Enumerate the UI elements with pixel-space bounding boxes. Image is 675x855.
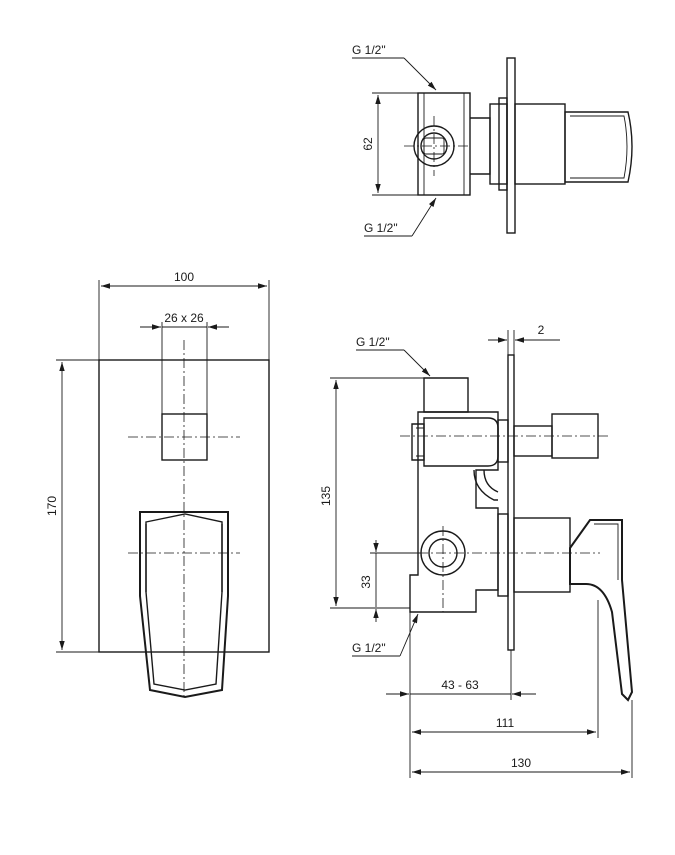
side-upper-inlet — [423, 377, 469, 413]
thread-side-lower: G 1/2" — [352, 613, 419, 657]
top-handle — [564, 111, 633, 183]
front-lever — [139, 511, 229, 699]
front-view: 100 26 x 26 170 — [45, 270, 270, 700]
side-view: 2 G 1/2" 135 33 G 1/2" — [319, 323, 634, 778]
thread-side-upper: G 1/2" — [356, 335, 431, 377]
top-view: 62 G 1/2" G 1/2" — [352, 43, 633, 237]
thread-side-upper-label: G 1/2" — [356, 335, 390, 349]
dim-33: 33 — [359, 540, 420, 622]
dim-170-label: 170 — [45, 496, 59, 516]
thread-top-upper: G 1/2" — [352, 43, 437, 91]
dim-100-label: 100 — [174, 270, 194, 284]
side-wall-plate — [507, 354, 515, 651]
thread-top-lower-label: G 1/2" — [364, 221, 398, 235]
dim-135: 135 — [319, 377, 424, 609]
dim-2: 2 — [488, 323, 560, 355]
dim-43-63-label: 43 - 63 — [441, 678, 479, 692]
thread-top-upper-label: G 1/2" — [352, 43, 386, 57]
top-wall-plate — [506, 57, 516, 234]
side-lever — [569, 519, 634, 702]
dim-62-label: 62 — [361, 137, 375, 151]
dim-130: 130 — [412, 700, 633, 778]
side-mixer-housing — [513, 517, 571, 593]
thread-side-lower-label: G 1/2" — [352, 641, 386, 655]
top-valve-body — [417, 92, 471, 196]
dim-135-label: 135 — [319, 486, 333, 506]
dim-170: 170 — [45, 359, 99, 653]
dim-130-label: 130 — [511, 756, 531, 770]
thread-top-lower: G 1/2" — [364, 197, 437, 237]
dim-26x26: 26 x 26 — [140, 311, 229, 414]
top-cylinder — [514, 103, 566, 185]
side-valve-body — [409, 411, 499, 613]
dim-33-label: 33 — [359, 575, 373, 589]
dim-100: 100 — [98, 270, 270, 360]
dim-43-63: 43 - 63 — [386, 612, 536, 700]
dim-111: 111 — [409, 600, 599, 778]
dim-62: 62 — [361, 92, 418, 196]
dim-26x26-label: 26 x 26 — [164, 311, 204, 325]
dim-2-label: 2 — [538, 323, 545, 337]
dim-111-label: 111 — [496, 716, 515, 730]
